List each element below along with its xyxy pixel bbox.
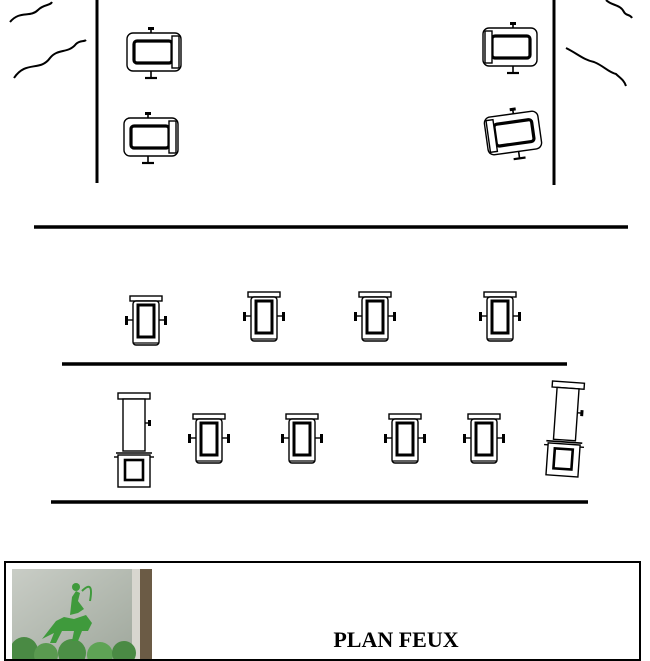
- title-block: PLAN FEUX: [4, 561, 641, 661]
- par-can-row1-4: [477, 290, 523, 343]
- curtain-right-bottom: [565, 47, 627, 87]
- flood-light-left-2: [122, 110, 180, 165]
- plan-title: PLAN FEUX: [333, 627, 459, 652]
- curtain-left-bottom: [13, 39, 87, 79]
- flood-light-left-1: [125, 25, 183, 80]
- flood-light-right-1: [481, 20, 539, 75]
- par-can-row1-3: [352, 290, 398, 343]
- rider-silhouette-icon: [12, 569, 152, 659]
- profile-spot-left: [112, 391, 156, 489]
- flood-light-right-2: [481, 102, 545, 165]
- par-can-row2-1: [186, 412, 232, 465]
- par-can-row2-2: [279, 412, 325, 465]
- par-can-row2-4: [461, 412, 507, 465]
- curtain-left-top: [9, 1, 53, 23]
- par-can-row1-2: [241, 290, 287, 343]
- curtain-right-top: [605, 0, 633, 19]
- profile-spot-right: [540, 379, 590, 479]
- par-can-row2-3: [382, 412, 428, 465]
- title-photo: [12, 569, 152, 659]
- par-can-row1-1: [123, 294, 169, 347]
